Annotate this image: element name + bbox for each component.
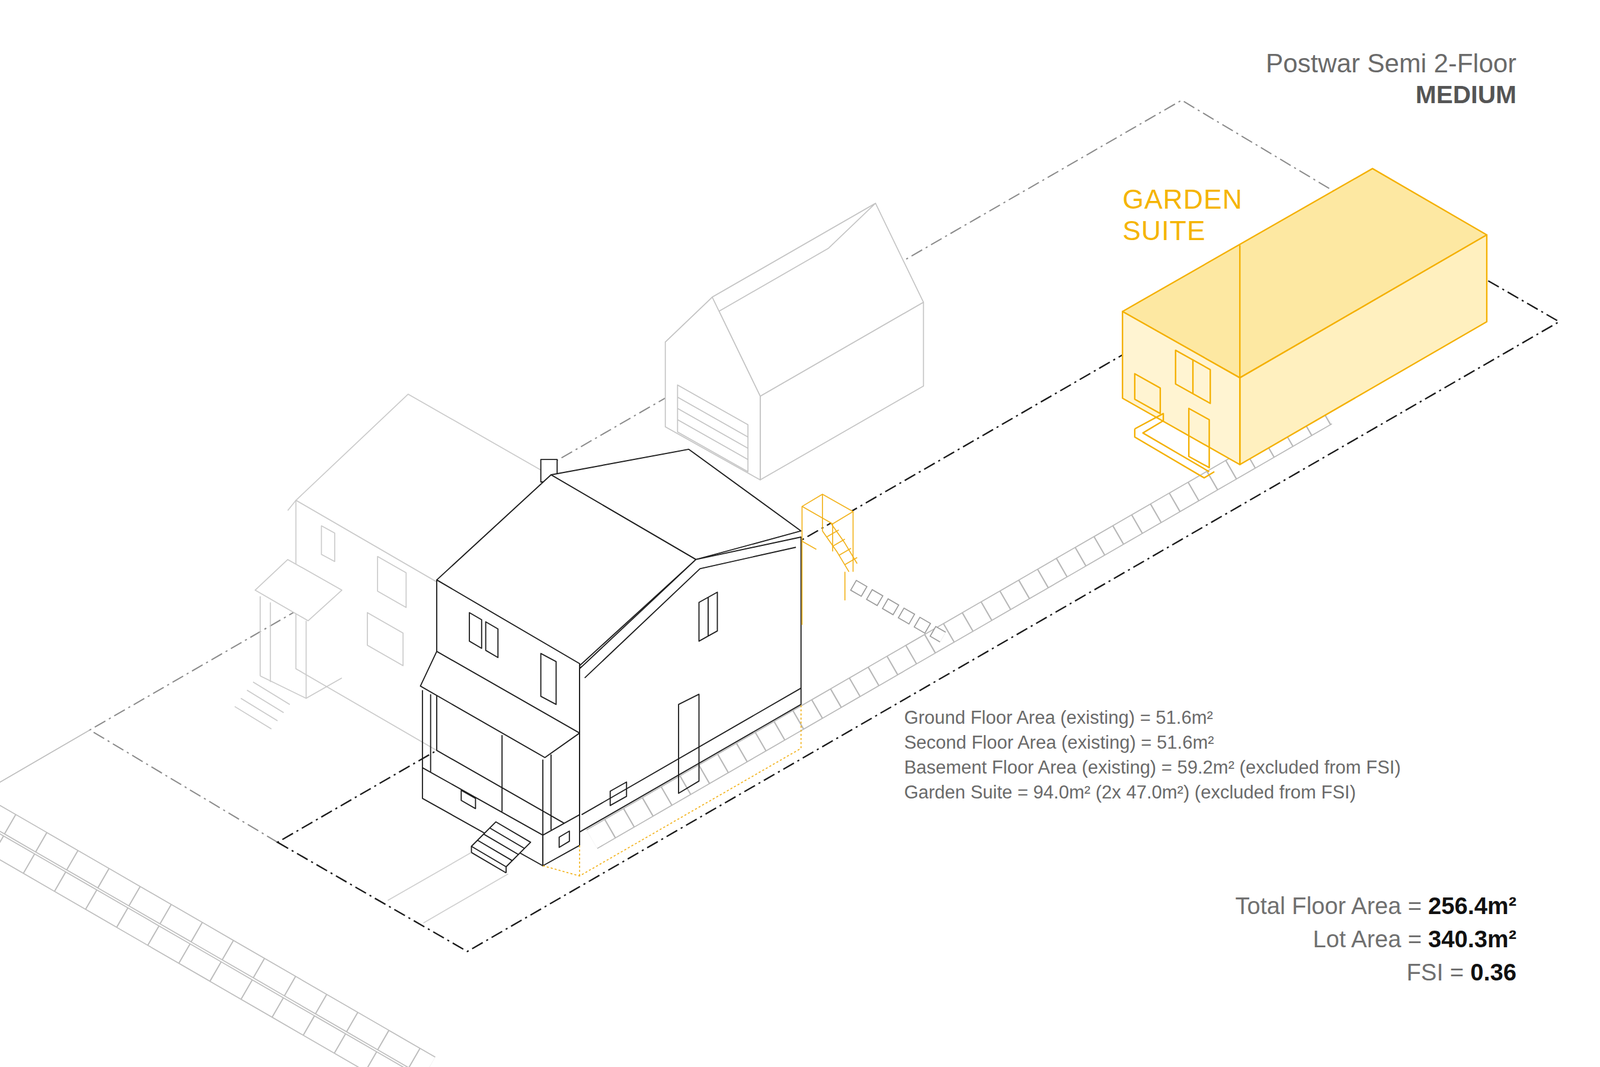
- total-value: 256.4m²: [1428, 888, 1517, 923]
- area-note: Second Floor Area (existing) = 51.6m²: [904, 730, 1401, 755]
- area-note: Basement Floor Area (existing) = 59.2m² …: [904, 754, 1401, 780]
- area-note: Garden Suite = 94.0m² (2x 47.0m²) (exclu…: [904, 779, 1401, 805]
- size-category: MEDIUM: [1265, 79, 1517, 111]
- total-label: Lot Area =: [1313, 922, 1422, 956]
- garden-suite-block: GARDEN SUITE: [1112, 173, 1496, 485]
- total-row: Lot Area =340.3m²: [1313, 922, 1517, 956]
- stepping-stones: [853, 584, 944, 638]
- total-label: Total Floor Area =: [1234, 888, 1422, 923]
- neighbour-lot-line: [90, 100, 1370, 843]
- total-value: 340.3m²: [1428, 922, 1517, 956]
- suite-heading: GARDEN SUITE: [1122, 183, 1243, 247]
- area-note: Ground Floor Area (existing) = 51.6m²: [904, 705, 1401, 731]
- basement-footprint: [542, 704, 802, 876]
- total-row: Total Floor Area =256.4m²: [1234, 888, 1517, 923]
- area-list: Ground Floor Area (existing) = 51.6m²Sec…: [904, 705, 1401, 805]
- main-house: [420, 449, 801, 873]
- total-value: 0.36: [1470, 955, 1517, 989]
- total-label: FSI =: [1406, 955, 1464, 989]
- lot-line: [277, 212, 1560, 952]
- garage: [665, 203, 924, 480]
- totals-list: Total Floor Area =256.4m²Lot Area =340.3…: [1234, 888, 1517, 989]
- heading-group: Postwar Semi 2-FloorMEDIUM: [1265, 47, 1517, 111]
- deck: [801, 494, 857, 625]
- total-row: FSI =0.36: [1406, 955, 1517, 989]
- title: Postwar Semi 2-Floor: [1265, 47, 1517, 80]
